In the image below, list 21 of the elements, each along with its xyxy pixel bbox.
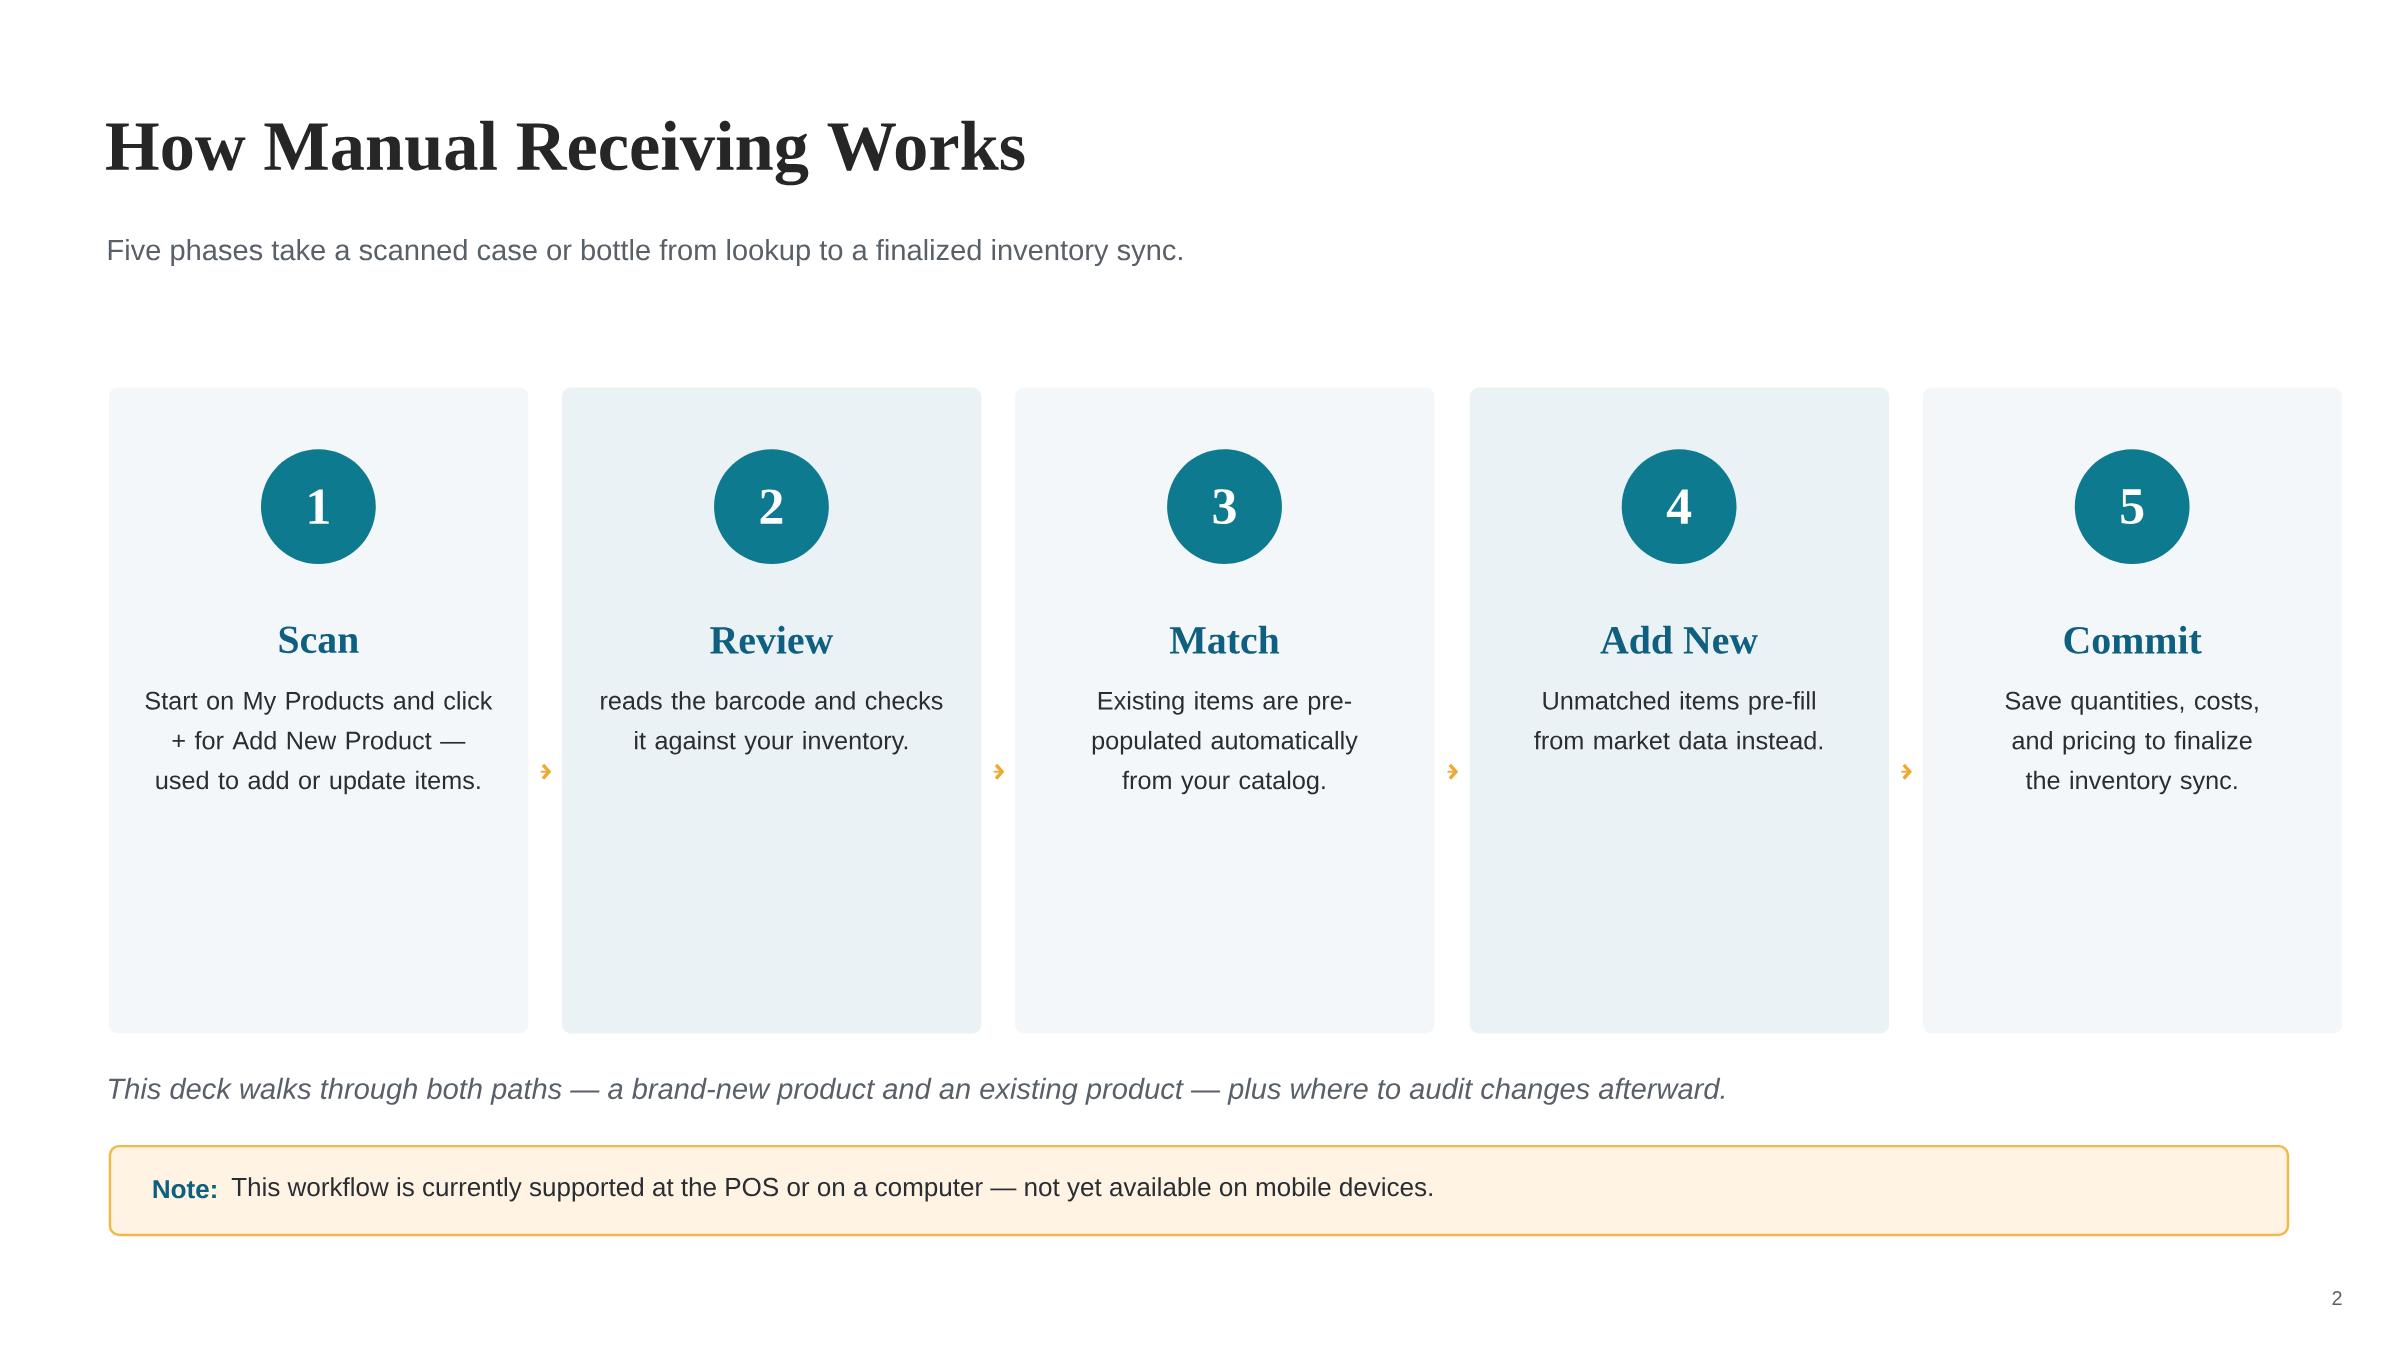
subtitle: Five phases take a scanned case or bottle from lookup to a finalized inventory sync. [108,239,1182,267]
number-badge: 3 [1167,449,1282,564]
number-badge: 1 [261,449,376,564]
italic-note: This deck walks through both paths — a brand-new product and an existing product — plus where to audit changes afterward. [109,1077,1724,1105]
number-badge: 2 [714,449,829,564]
page-number: 2 [2332,1291,2342,1305]
step-heading: Add New [1600,625,1758,654]
step-heading: Commit [2064,625,2202,654]
step-description: Start on My Products and click + for Add New Product — used to add or update items. [145,691,493,795]
step-description: Unmatched items pre-fill from market data instead. [1534,691,1822,750]
note-text: This workflow is currently supported at the POS or on a computer — not yet available on mobile devices. [231,1177,1432,1202]
step-description: reads the barcode and checks it against your inventory. [601,691,943,755]
step-heading: Match [1169,625,1280,654]
number-badge: 5 [2074,449,2190,564]
step-description: Save quantities, costs, and pricing to finalize the inventory sync. [2005,691,2258,795]
note-label: Note: [153,1180,216,1199]
step-heading: Review [710,625,834,654]
step-description: Existing items are pre-populated automatically from your catalog. [1092,691,1358,795]
step-heading: Scan [279,626,359,654]
slide-title: How Manual Receiving Works [106,120,1025,186]
number-badge: 4 [1621,449,1737,564]
